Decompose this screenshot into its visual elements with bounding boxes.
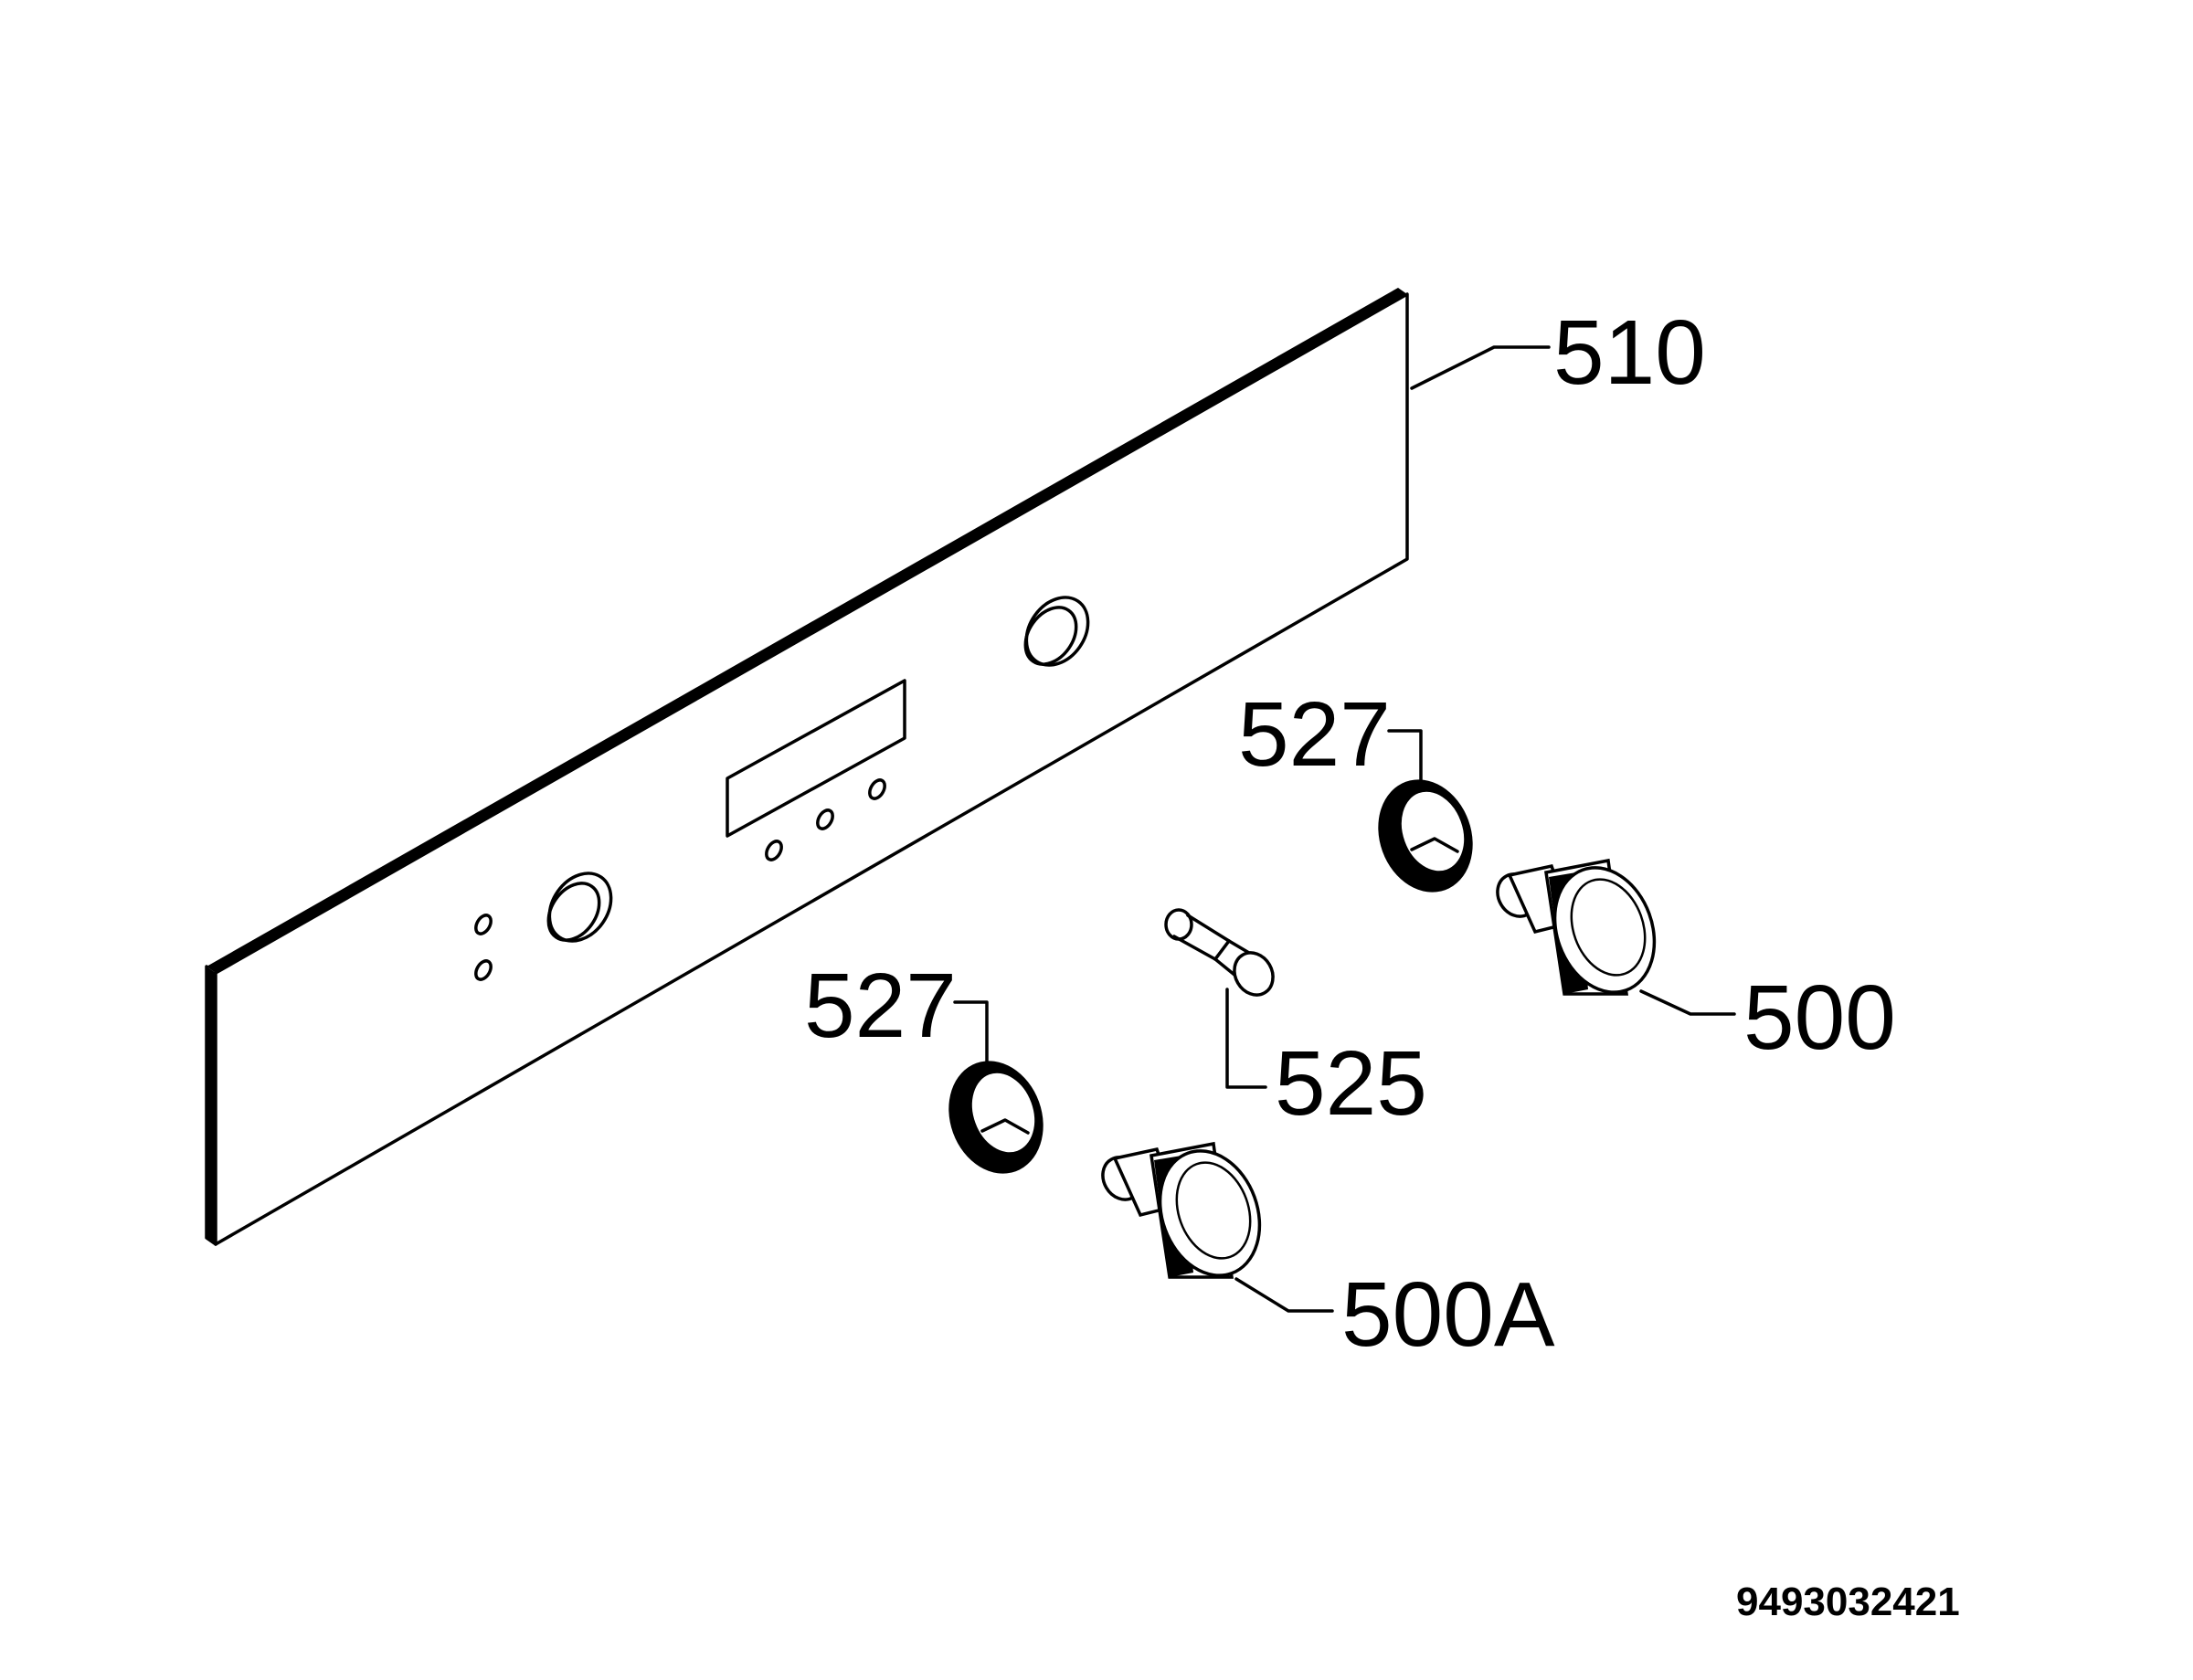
panel-knob-opening-right xyxy=(1023,596,1090,667)
callout-500A: 500A xyxy=(1341,1263,1555,1366)
panel-button-hole xyxy=(868,778,886,800)
leader-line-knob-upper xyxy=(1639,989,1736,1016)
knob-ring-upper xyxy=(1378,779,1473,893)
panel-knob-opening-left xyxy=(546,872,613,943)
panel-button-hole xyxy=(474,959,493,981)
leader-line-knob-lower xyxy=(1234,1277,1334,1313)
panel-button-hole xyxy=(816,808,834,830)
callout-527-upper: 527 xyxy=(1238,683,1391,786)
panel-button-hole xyxy=(474,914,493,935)
leader-line-panel xyxy=(1410,345,1551,390)
control-knob-upper xyxy=(1496,858,1657,996)
leader-line-pin xyxy=(1225,988,1267,1089)
callout-525: 525 xyxy=(1275,1032,1427,1135)
callout-500: 500 xyxy=(1743,967,1896,1069)
pin-part xyxy=(1164,908,1275,997)
callout-510: 510 xyxy=(1553,301,1706,404)
control-knob-lower xyxy=(1101,1141,1262,1279)
leader-line-ring-lower xyxy=(953,1000,989,1064)
panel-button-hole xyxy=(765,840,783,861)
callout-527-lower: 527 xyxy=(804,955,957,1057)
document-number: 9493032421 xyxy=(1736,1580,1960,1624)
panel-display-window xyxy=(726,679,906,838)
control-panel xyxy=(205,288,1409,1246)
leader-line-ring-upper xyxy=(1387,729,1423,792)
knob-ring-lower xyxy=(948,1061,1044,1174)
